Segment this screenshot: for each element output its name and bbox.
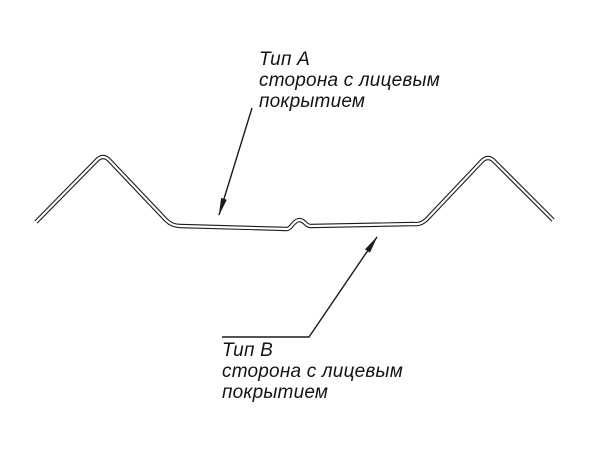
type-b-line3: покрытием xyxy=(222,382,329,403)
profile-inner-gap xyxy=(35,155,554,231)
type-a-line3: покрытием xyxy=(259,91,366,112)
type-a-line2: сторона с лицевым xyxy=(259,70,440,91)
type-b-line2: сторона с лицевым xyxy=(222,361,403,382)
leader-line-type-b xyxy=(222,236,378,338)
type-b-label: Тип В сторона с лицевым покрытием xyxy=(222,340,403,403)
type-a-title: Тип А xyxy=(259,49,310,70)
leader-line-type-a xyxy=(218,107,253,216)
type-b-title: Тип В xyxy=(222,340,273,361)
type-a-label: Тип А сторона с лицевым покрытием xyxy=(259,49,440,112)
